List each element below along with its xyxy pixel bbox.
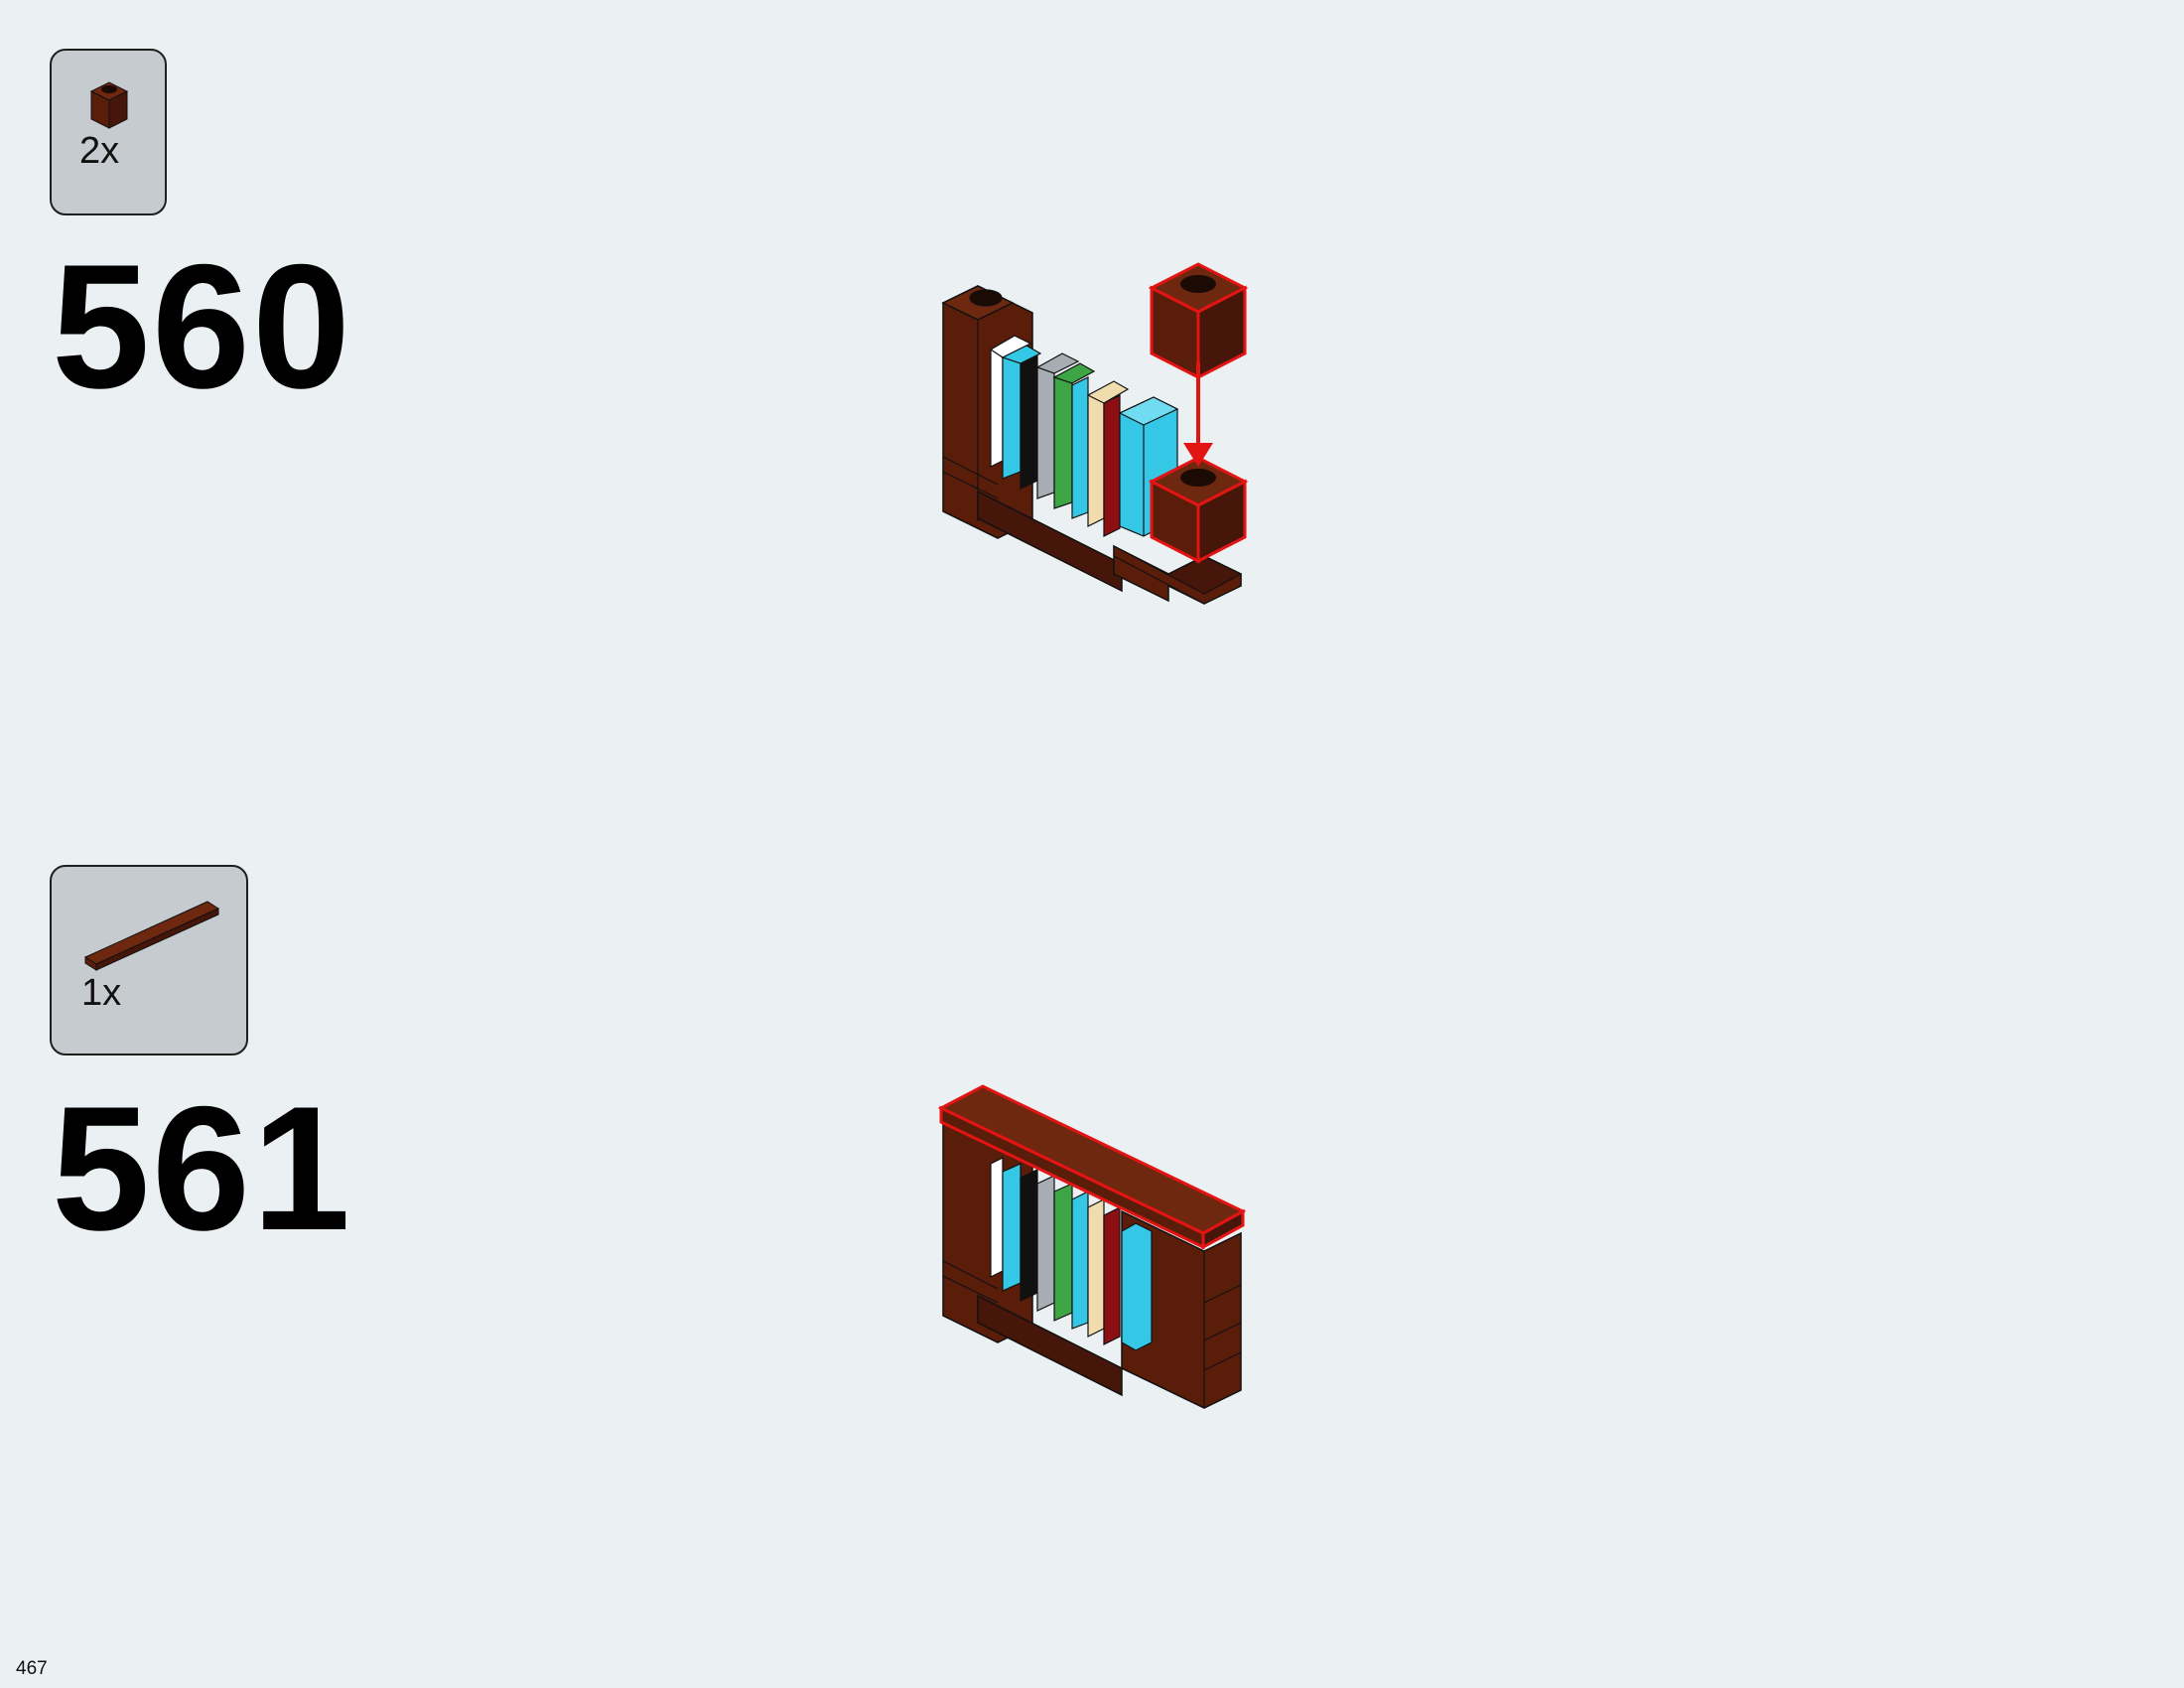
parts-callout-step-561: 1x	[50, 865, 248, 1055]
part-quantity: 1x	[81, 972, 122, 1014]
brick-1x1-reddish-brown-icon	[89, 81, 129, 129]
tile-1x6-reddish-brown-icon	[83, 901, 220, 971]
step-number: 560	[52, 227, 352, 425]
step-number: 561	[52, 1069, 352, 1267]
step-560-assembly-illustration	[941, 262, 1249, 605]
parts-callout-step-560: 2x	[50, 49, 167, 215]
part-quantity: 2x	[79, 130, 120, 172]
step-561-assembly-illustration	[937, 1084, 1247, 1409]
page-number: 467	[16, 1658, 48, 1679]
